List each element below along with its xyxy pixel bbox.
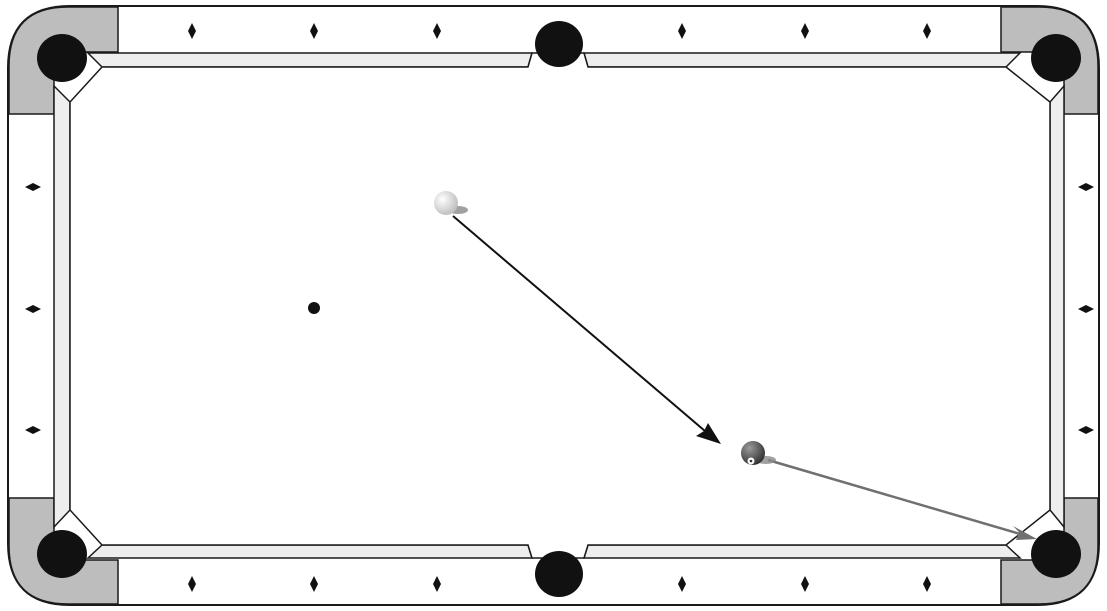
cushion-right bbox=[1050, 86, 1064, 527]
cushion-top-left bbox=[88, 53, 532, 67]
pocket-icon bbox=[1031, 34, 1081, 82]
pocket-icon bbox=[1031, 530, 1081, 578]
cushion-top-right bbox=[584, 53, 1020, 67]
cushion-bottom-right bbox=[584, 545, 1020, 558]
cushion-bottom-left bbox=[88, 545, 532, 558]
pocket-icon bbox=[37, 34, 87, 82]
table-cloth bbox=[70, 53, 1050, 558]
pocket-icon bbox=[535, 551, 583, 597]
cushion-left bbox=[54, 86, 70, 527]
pocket-icon bbox=[535, 21, 583, 67]
pocket-icon bbox=[37, 530, 87, 578]
spot-icon bbox=[308, 302, 320, 314]
